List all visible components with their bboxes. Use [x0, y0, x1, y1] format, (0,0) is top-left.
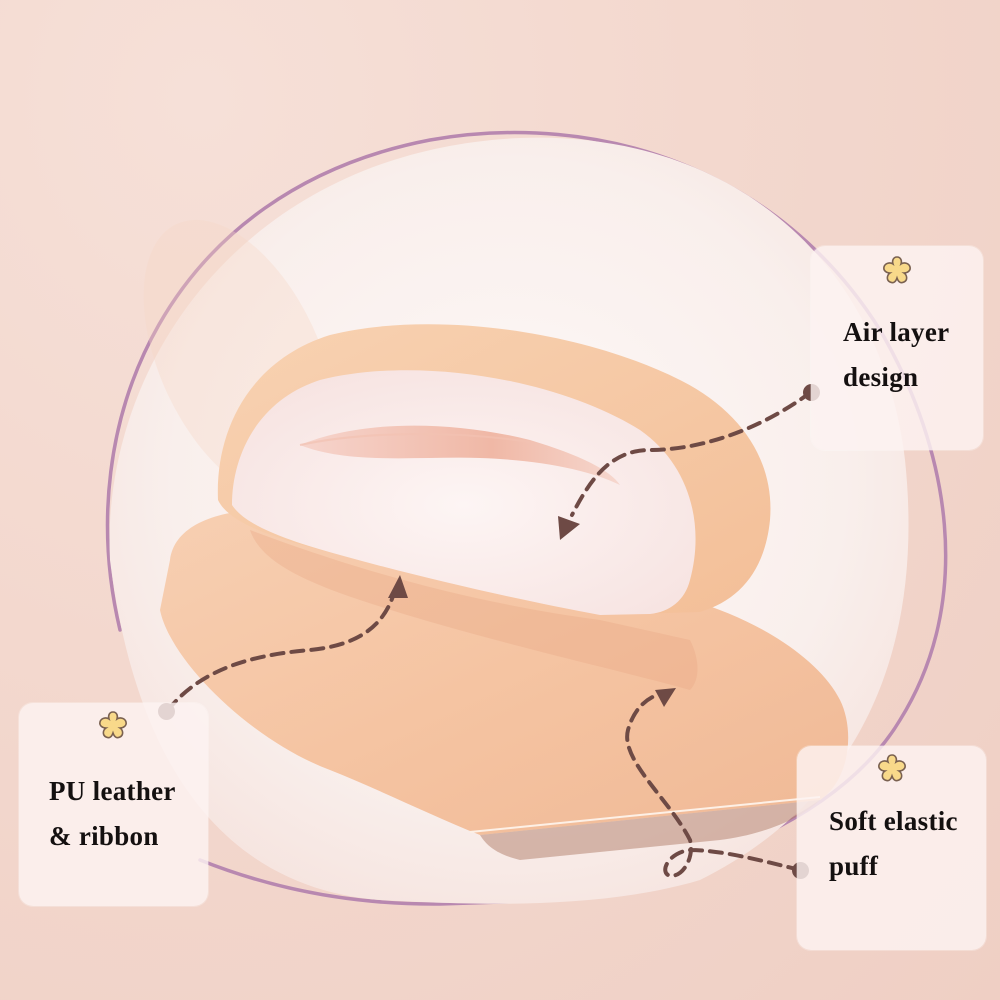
- callout-card-air-layer: Air layer design: [811, 246, 983, 450]
- arrow-air-layer: [570, 390, 813, 517]
- flower-icon: [883, 256, 911, 284]
- lower-puff: [160, 509, 849, 835]
- callout-card-pu-leather: PU leather & ribbon: [19, 703, 208, 906]
- callout-title-soft-elastic: Soft elastic puff: [829, 806, 958, 881]
- callout-title-air-layer: Air layer design: [843, 317, 950, 392]
- callout-title-pu-leather: PU leather & ribbon: [49, 776, 176, 851]
- arrow-soft-elastic: [625, 691, 802, 878]
- air-cavity: [300, 425, 620, 485]
- callout-card-soft-elastic: Soft elastic puff: [797, 746, 986, 950]
- flower-icon: [877, 754, 906, 782]
- flower-icon: [99, 711, 127, 739]
- arrow-pu-leather: [166, 588, 397, 712]
